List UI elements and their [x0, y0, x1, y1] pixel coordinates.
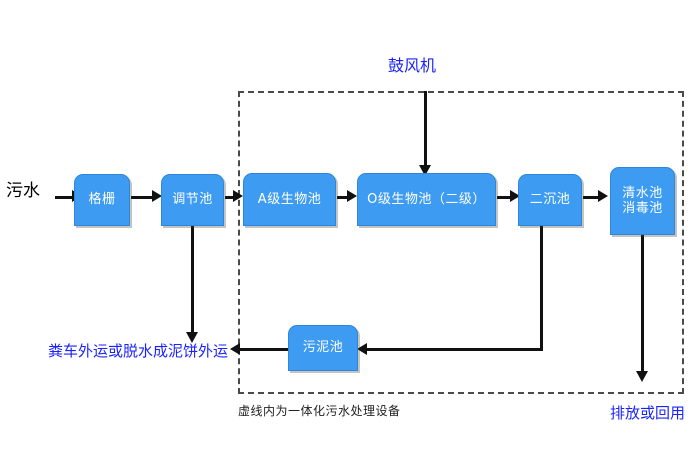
effluent-line — [641, 235, 644, 375]
box-o-stage-bio-tank[interactable]: O级生物池（二级） — [357, 173, 496, 226]
regulating-sludge-drain-line — [191, 226, 194, 336]
box-sludge-tank[interactable]: 污泥池 — [288, 325, 358, 371]
integrated-equipment-boundary — [238, 91, 684, 394]
regulating-sludge-drain-arrowhead — [186, 332, 198, 343]
box-bar-screen[interactable]: 格栅 — [74, 174, 130, 226]
settling-sludge-return-hline — [366, 348, 542, 351]
box-bar-screen-label: 格栅 — [88, 192, 116, 208]
connector-astage-to-ostage — [337, 196, 351, 199]
settling-sludge-return-arrowhead — [357, 343, 367, 355]
effluent-label: 排放或回用 — [610, 404, 686, 422]
box-a-stage-bio-tank[interactable]: A级生物池 — [243, 173, 336, 226]
inlet-connector-line — [55, 196, 75, 199]
box-secondary-settling-tank[interactable]: 二沉池 — [518, 174, 582, 226]
inlet-label: 污水 — [6, 181, 40, 201]
enclosure-caption: 虚线内为一体化污水处理设备 — [238, 404, 401, 418]
connector-ostage-to-settling — [497, 196, 513, 199]
arrowhead-ostage-to-settling — [510, 190, 520, 202]
arrowhead-astage-to-ostage — [347, 190, 357, 202]
box-a-stage-bio-tank-label: A级生物池 — [257, 191, 322, 207]
box-regulating-tank-label: 调节池 — [172, 192, 213, 208]
blower-feed-line — [424, 91, 427, 169]
connector-settling-to-clearwater — [583, 196, 601, 199]
effluent-arrowhead — [636, 371, 648, 382]
blower-feed-arrowhead — [419, 165, 431, 176]
box-sludge-tank-label: 污泥池 — [302, 340, 344, 356]
sludge-outlet-arrowhead — [230, 343, 240, 355]
arrowhead-regulating-to-astage — [233, 190, 243, 202]
connector-regulating-to-astage — [225, 196, 237, 199]
blower-label: 鼓风机 — [388, 56, 437, 75]
box-clearwater-tank-label: 清水池 — [622, 185, 663, 201]
arrowhead-settling-to-clearwater — [598, 190, 608, 202]
connector-screen-to-regulating — [131, 196, 155, 199]
arrowhead-screen-to-regulating — [152, 190, 162, 202]
box-disinfection-tank-label: 消毒池 — [622, 201, 663, 216]
sludge-outlet-line — [239, 348, 289, 351]
box-o-stage-bio-tank-label: O级生物池（二级） — [367, 191, 486, 207]
box-clearwater-disinfection-tank[interactable]: 清水池 消毒池 — [610, 167, 675, 235]
box-regulating-tank[interactable]: 调节池 — [161, 174, 224, 226]
sludge-outlet-label: 粪车外运或脱水成泥饼外运 — [48, 342, 229, 360]
settling-sludge-return-vline — [540, 226, 543, 351]
box-secondary-settling-tank-label: 二沉池 — [529, 192, 571, 208]
